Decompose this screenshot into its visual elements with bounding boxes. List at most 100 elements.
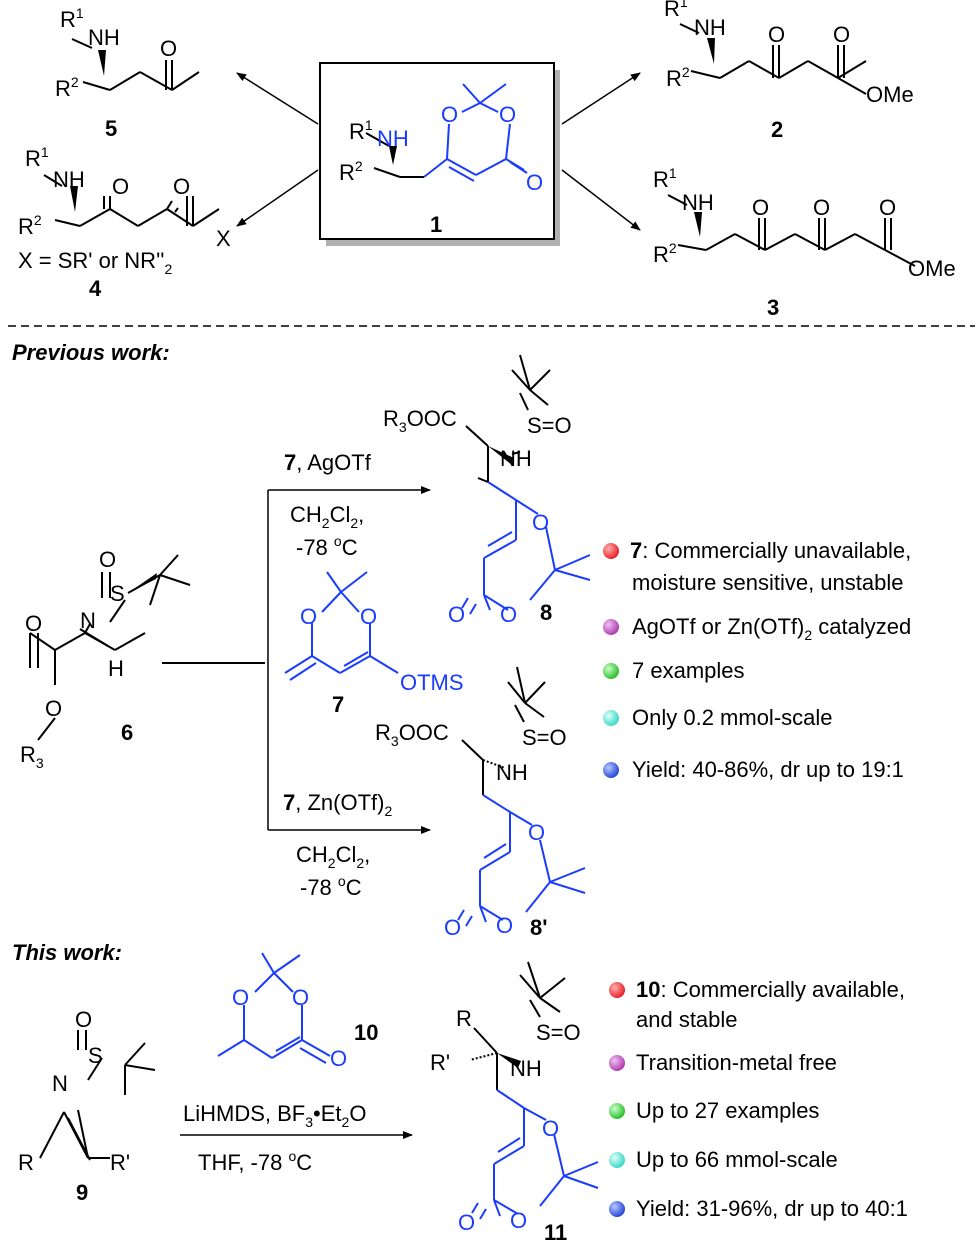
previous-notes: 7: Commercially unavailable, moisture se… (603, 538, 911, 782)
compound-11-structure (469, 961, 599, 1220)
compound-5-structure (71, 38, 200, 91)
c6-H: H (108, 656, 124, 681)
c2-O2: O (833, 22, 850, 47)
compound-1-frame (319, 62, 555, 240)
c11-SO: S=O (536, 1020, 581, 1045)
conditions-new-reagent: LiHMDS, BF3•Et2O (183, 1101, 366, 1130)
c5-O: O (160, 36, 177, 61)
c8prime-NH: NH (496, 760, 528, 785)
compound-8-structure (461, 354, 591, 615)
c8prime-O1: O (528, 820, 545, 845)
c8-wedge (488, 446, 514, 465)
label-compound-11: 11 (544, 1220, 567, 1245)
compound-8prime-structure (457, 666, 586, 927)
c6-O2: O (25, 611, 42, 636)
c3-O2: O (813, 195, 830, 220)
this-note-4: Up to 66 mmol-scale (636, 1147, 838, 1172)
c9-S: S (88, 1043, 103, 1068)
note-bullet-cyan (609, 1152, 625, 1168)
arrow-to-3 (561, 169, 641, 231)
c5-NH: NH (88, 25, 120, 50)
note-bullet-green (609, 1103, 625, 1119)
label-compound-6: 6 (121, 720, 133, 745)
c8-O1: O (532, 510, 549, 535)
c11-NH: NH (510, 1056, 542, 1081)
this-notes: 10: Commercially available, and stable T… (609, 977, 908, 1221)
c11-O2: O (510, 1208, 527, 1233)
c8-O3: O (448, 602, 465, 627)
conditions-bottom-solvent: CH2Cl2, (296, 842, 370, 871)
compound-2-structure (679, 23, 867, 95)
prev-note-5: Yield: 40-86%, dr up to 19:1 (632, 757, 904, 782)
c3-R1: R1 (653, 165, 677, 192)
c4-wedge (70, 186, 78, 212)
c8-R3OOC: R3OOC (383, 406, 457, 435)
c9-N: N (52, 1071, 68, 1096)
c11-Rprime: R' (430, 1050, 450, 1075)
c3-NH: NH (682, 190, 714, 215)
label-compound-1: 1 (430, 212, 442, 237)
c2-NH: NH (694, 15, 726, 40)
note-bullet-cyan (603, 710, 619, 726)
prev-note-4: Only 0.2 mmol-scale (632, 705, 833, 730)
c6-R3: R3 (20, 742, 44, 771)
label-compound-8: 8 (540, 600, 552, 625)
c6-O1: O (99, 547, 116, 572)
c3-wedge (694, 212, 702, 237)
c8prime-O3: O (444, 915, 461, 940)
this-note-2: Transition-metal free (636, 1050, 837, 1075)
this-note-1b: and stable (636, 1007, 738, 1032)
c9-R: R (18, 1150, 34, 1175)
c8prime-SO: S=O (522, 725, 567, 750)
c7-OTMS: OTMS (400, 670, 464, 695)
prev-note-3: 7 examples (632, 658, 745, 683)
this-note-5: Yield: 31-96%, dr up to 40:1 (636, 1196, 908, 1221)
label-compound-9: 9 (76, 1180, 88, 1205)
prev-note-2: AgOTf or Zn(OTf)2 catalyzed (632, 614, 911, 643)
c3-O3: O (879, 195, 896, 220)
c7-O2: O (360, 604, 377, 629)
c4-X-definition: X = SR' or NR''2 (18, 248, 172, 277)
c10-O2: O (292, 985, 309, 1010)
label-compound-8prime: 8' (530, 915, 547, 940)
c1-O1: O (441, 102, 458, 127)
c3-R2: R2 (653, 240, 677, 267)
note-bullet-red (603, 543, 619, 559)
c10-O1: O (232, 985, 249, 1010)
c5-wedge (98, 50, 106, 76)
c11-wedge (497, 1053, 521, 1068)
c8-O2: O (500, 602, 517, 627)
label-compound-3: 3 (767, 295, 779, 320)
c6-O3: O (45, 696, 62, 721)
c3-OMe: OMe (908, 256, 956, 281)
c6-S: S (110, 581, 125, 606)
c11-O3: O (458, 1210, 475, 1235)
c2-R2: R2 (666, 64, 690, 91)
c10-O3: O (330, 1046, 347, 1071)
c1-R1: R1 (349, 117, 373, 144)
label-compound-5: 5 (105, 116, 117, 141)
c1-NH: NH (377, 126, 409, 151)
compound-10-structure (217, 952, 331, 1064)
c7-O1: O (300, 604, 317, 629)
label-compound-7: 7 (332, 692, 344, 717)
compound-1-structure (365, 83, 528, 182)
compound-7-structure (284, 571, 399, 681)
c11-R: R (456, 1006, 472, 1031)
note-bullet-blue (603, 762, 619, 778)
conditions-bottom-temp: -78 oC (300, 873, 362, 900)
note-bullet-blue (609, 1201, 625, 1217)
arrow-to-5 (236, 72, 319, 125)
note-bullet-purple (603, 619, 619, 635)
c4-NH: NH (53, 167, 85, 192)
conditions-top-solvent: CH2Cl2, (290, 502, 364, 531)
note-bullet-red (609, 982, 625, 998)
c5-R1: R1 (60, 5, 84, 32)
c8-SO: S=O (527, 413, 572, 438)
prev-note-1b: moisture sensitive, unstable (632, 570, 903, 595)
heading-previous-work: Previous work: (12, 340, 170, 365)
conditions-top-temp: -78 oC (296, 533, 358, 560)
label-compound-4: 4 (89, 276, 102, 301)
